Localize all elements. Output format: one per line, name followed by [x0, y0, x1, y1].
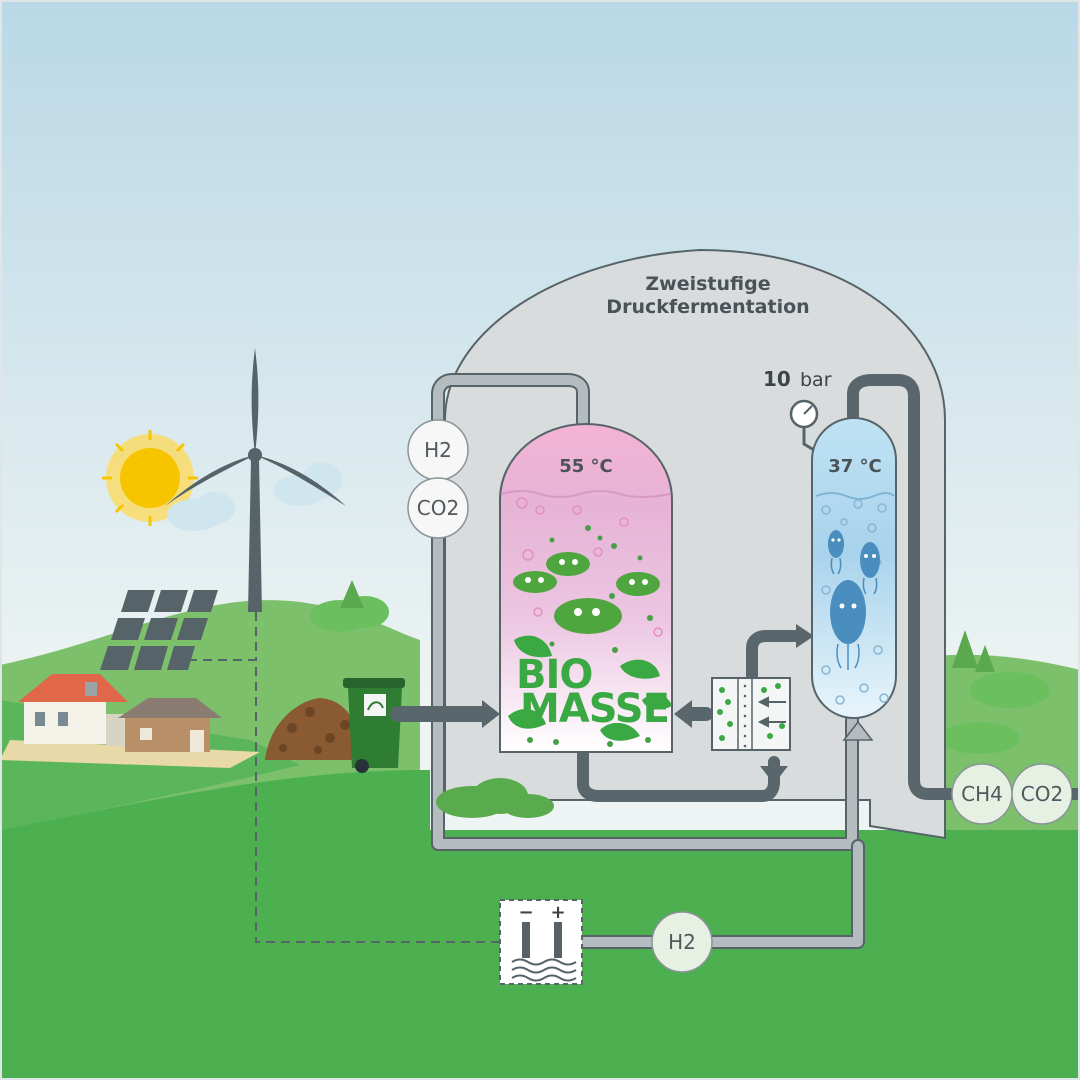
gas-bubbles	[516, 497, 663, 637]
solar-panel-icon	[100, 590, 218, 670]
house-icon	[0, 674, 260, 768]
pressure-value: 10	[763, 367, 791, 391]
gas-co2-label: CO2	[417, 496, 459, 520]
organic-waste-bin-icon	[343, 678, 405, 773]
electrolyzer-plus: +	[550, 902, 565, 923]
diagram-title-line1: Zweistufige	[645, 273, 770, 295]
gas-ch4-label: CH4	[961, 782, 1003, 806]
gas-supply-pipe	[431, 373, 865, 949]
reactor-stage1: BIO MASSE 55 °C	[499, 422, 673, 753]
leaf-decoration	[508, 635, 672, 741]
power-line	[188, 659, 500, 943]
gas-bubbles	[821, 499, 889, 705]
pressure-gauge-icon	[789, 399, 819, 452]
gas-badge-h2-electrolysis: H2	[651, 911, 713, 973]
pressure-unit: bar	[800, 369, 832, 391]
sun-icon	[102, 430, 198, 526]
bacteria-icon	[513, 552, 660, 634]
gas-h2-label: H2	[424, 438, 452, 462]
compost-heap-icon	[265, 698, 362, 760]
gas-co2-outlet-label: CO2	[1021, 782, 1063, 806]
cloud	[167, 462, 342, 531]
stage2-temperature: 37 °C	[828, 456, 882, 477]
electrolyzer-icon: − +	[499, 899, 583, 985]
reactor-stage2: 37 °C	[811, 417, 897, 719]
flow-arrow	[482, 624, 874, 784]
bush-foreground	[436, 778, 554, 818]
wind-turbine-icon	[165, 348, 346, 612]
gas-badge-h2-inlet: H2	[407, 419, 469, 481]
gas-badge-ch4-outlet: CH4	[951, 763, 1013, 825]
gas-badge-co2-outlet: CO2	[1011, 763, 1073, 825]
diagram-title-line2: Druckfermentation	[606, 296, 809, 318]
electrolyzer-minus: −	[518, 902, 533, 923]
microbe-icon	[828, 530, 880, 644]
gas-h2-electrolysis-label: H2	[668, 930, 696, 954]
gas-badge-co2-inlet: CO2	[407, 477, 469, 539]
stage1-temperature: 55 °C	[559, 456, 613, 477]
tree	[340, 580, 995, 672]
biomass-label-line2: MASSE	[520, 686, 669, 732]
membrane-filter-icon	[711, 677, 791, 751]
process-pipe	[390, 374, 958, 802]
biomass-label-line1: BIO	[516, 652, 592, 698]
